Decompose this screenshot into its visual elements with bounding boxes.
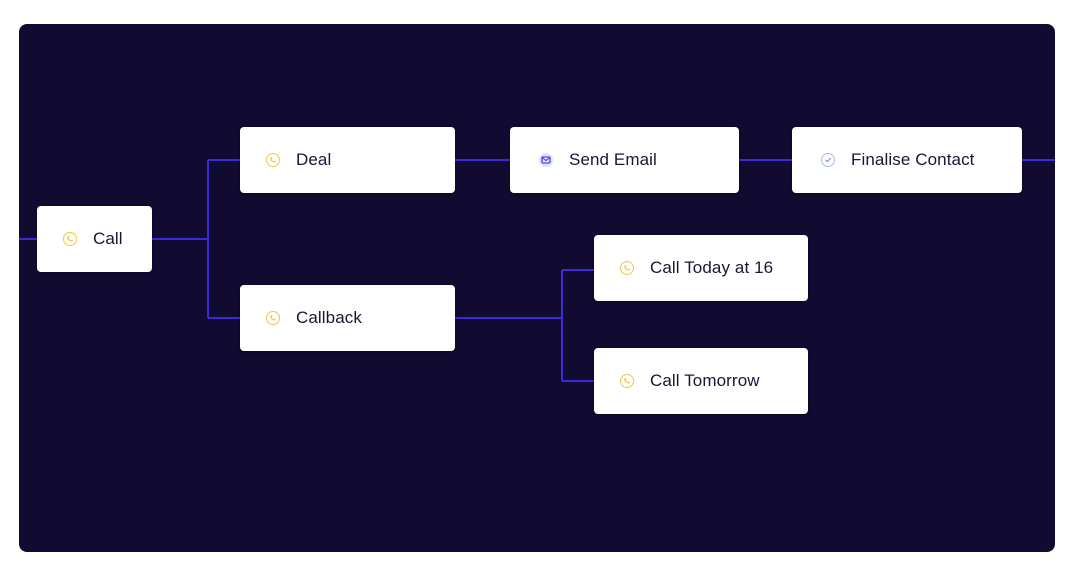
node-callback[interactable]: Callback (240, 285, 455, 351)
phone-icon (620, 374, 634, 388)
connector-lines (19, 159, 1055, 382)
node-label: Callback (296, 308, 362, 327)
mail-icon (539, 153, 553, 167)
phone-icon (266, 153, 280, 167)
phone-icon (266, 311, 280, 325)
node-label: Call Today at 16 (650, 258, 774, 277)
node-call-today[interactable]: Call Today at 16 (594, 235, 808, 301)
node-label: Call (93, 229, 123, 248)
node-label: Finalise Contact (851, 150, 975, 169)
node-deal[interactable]: Deal (240, 127, 455, 193)
edge-call-branch (152, 159, 240, 319)
node-label: Send Email (569, 150, 657, 169)
check-circle-icon (821, 153, 835, 167)
node-call[interactable]: Call (37, 206, 152, 272)
flow-canvas: Call Deal Callback Send Email Finalise C… (19, 24, 1055, 552)
node-finalise-contact[interactable]: Finalise Contact (792, 127, 1022, 193)
node-call-tomorrow[interactable]: Call Tomorrow (594, 348, 808, 414)
edge-callback-branch (455, 269, 594, 382)
phone-icon (620, 261, 634, 275)
node-send-email[interactable]: Send Email (510, 127, 739, 193)
node-label: Call Tomorrow (650, 371, 760, 390)
node-label: Deal (296, 150, 332, 169)
phone-icon (63, 232, 77, 246)
